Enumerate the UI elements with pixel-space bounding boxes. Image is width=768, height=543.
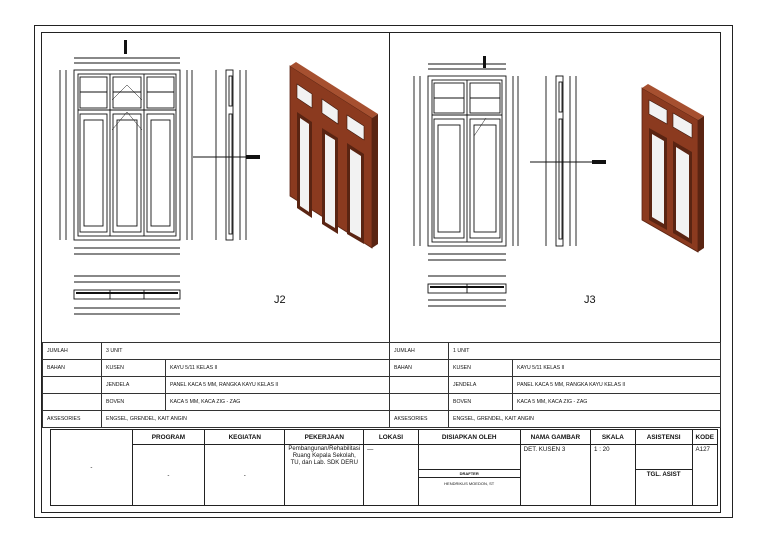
skala-label: SKALA <box>590 429 636 445</box>
kusen-label: KUSEN <box>101 359 166 377</box>
kusen-value: KAYU 5/11 KELAS II <box>165 359 390 377</box>
nama-gambar-label: NAMA GAMBAR <box>519 429 592 445</box>
kusen-label: KUSEN <box>448 359 513 377</box>
aksesories-value: ENGSEL, GRENDEL, KAIT ANGIN <box>448 410 721 428</box>
title-block-left: - <box>50 429 133 506</box>
program-label: PROGRAM <box>131 429 206 445</box>
pekerjaan-value: Pembangunan/Rehabilitasi Ruang Kepala Se… <box>284 444 365 506</box>
kusen-value: KAYU 5/11 KELAS II <box>512 359 721 377</box>
section-markers-j2 <box>76 40 260 294</box>
boven-label: BOVEN <box>448 393 513 411</box>
jumlah-label: JUMLAH <box>389 342 449 360</box>
aksesories-label: AKSESORIES <box>389 410 449 428</box>
bahan-label: BAHAN <box>389 359 449 377</box>
kegiatan-value: - <box>204 444 286 506</box>
boven-value: KACA 5 MM, KACA ZIG - ZAG <box>512 393 721 411</box>
jendela-value: PANEL KACA 5 MM, RANGKA KAYU KELAS II <box>512 376 721 394</box>
skala-value: 1 : 20 <box>590 444 636 506</box>
drafter-cell: DRAFTER HENDRIKUS MOEDON, ST <box>417 469 521 506</box>
title-block: - PROGRAM KEGIATAN PEKERJAAN LOKASI DISI… <box>50 429 719 506</box>
spec-table-left: JUMLAH 3 UNIT BAHAN KUSEN KAYU 5/11 KELA… <box>42 342 390 428</box>
section-markers-j3 <box>430 56 606 288</box>
jumlah-value: 1 UNIT <box>448 342 721 360</box>
tgl-asist-label: TGL. ASIST <box>634 469 693 506</box>
nama-gambar-value: DET. KUSEN 3 <box>519 444 592 506</box>
aksesories-value: ENGSEL, GRENDEL, KAIT ANGIN <box>101 410 390 428</box>
left-value: - <box>90 464 93 471</box>
drawing-frame <box>41 32 721 513</box>
spec-table-right: JUMLAH 1 UNIT BAHAN KUSEN KAYU 5/11 KELA… <box>389 342 721 428</box>
program-value: - <box>131 444 206 506</box>
jendela-label: JENDELA <box>448 376 513 394</box>
kode-value: A127 <box>691 444 719 506</box>
disiapkan-space <box>417 444 521 470</box>
jumlah-value: 3 UNIT <box>101 342 390 360</box>
boven-value: KACA 5 MM, KACA ZIG - ZAG <box>165 393 390 411</box>
jendela-label: JENDELA <box>101 376 166 394</box>
drafter-label: DRAFTER <box>418 470 520 478</box>
view-label-j3: J3 <box>584 294 596 306</box>
asistensi-label: ASISTENSI <box>634 429 693 445</box>
drawing-sheet <box>34 25 733 518</box>
drafter-name: HENDRIKUS MOEDON, ST <box>444 481 495 486</box>
jendela-value: PANEL KACA 5 MM, RANGKA KAYU KELAS II <box>165 376 390 394</box>
aksesories-label: AKSESORIES <box>42 410 102 428</box>
disiapkan-label: DISIAPKAN OLEH <box>417 429 521 445</box>
lokasi-value: — <box>363 444 419 506</box>
iso-j3 <box>641 84 704 253</box>
bahan-label: BAHAN <box>42 359 102 377</box>
lokasi-label: LOKASI <box>363 429 419 445</box>
elevation-j3 <box>413 63 594 307</box>
pekerjaan-label: PEKERJAAN <box>284 429 365 445</box>
iso-j2 <box>289 62 378 249</box>
view-divider <box>389 32 390 342</box>
view-label-j2: J2 <box>274 294 286 306</box>
elevation-j2 <box>59 57 255 315</box>
jumlah-label: JUMLAH <box>42 342 102 360</box>
kegiatan-label: KEGIATAN <box>204 429 286 445</box>
kode-label: KODE <box>691 429 719 445</box>
boven-label: BOVEN <box>101 393 166 411</box>
